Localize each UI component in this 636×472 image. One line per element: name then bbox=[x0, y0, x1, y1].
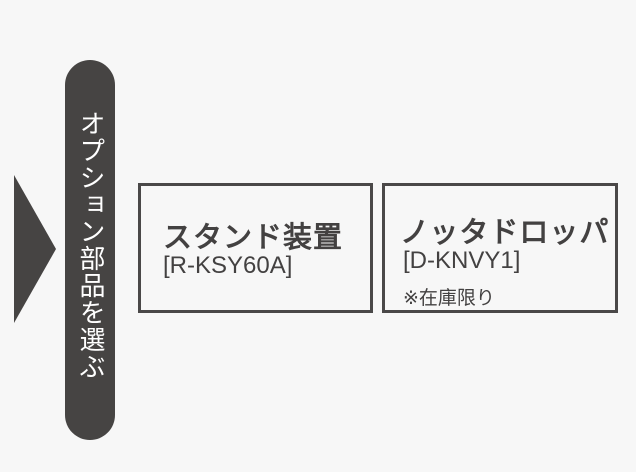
option-card-stand[interactable]: スタンド装置 [R-KSY60A] bbox=[138, 183, 373, 313]
step-label: オプション部品を選ぶ bbox=[75, 110, 105, 380]
option-model: [D-KNVY1] bbox=[403, 247, 521, 274]
option-model: [R-KSY60A] bbox=[163, 252, 293, 279]
option-name: ノッタドロッパ bbox=[400, 215, 610, 249]
step-label-pill: オプション部品を選ぶ bbox=[65, 60, 115, 440]
right-arrow-icon bbox=[14, 175, 56, 323]
option-name: スタンド装置 bbox=[163, 220, 344, 254]
option-note: ※在庫限り bbox=[403, 287, 495, 309]
option-card-dropper[interactable]: ノッタドロッパ [D-KNVY1] ※在庫限り bbox=[382, 183, 618, 313]
